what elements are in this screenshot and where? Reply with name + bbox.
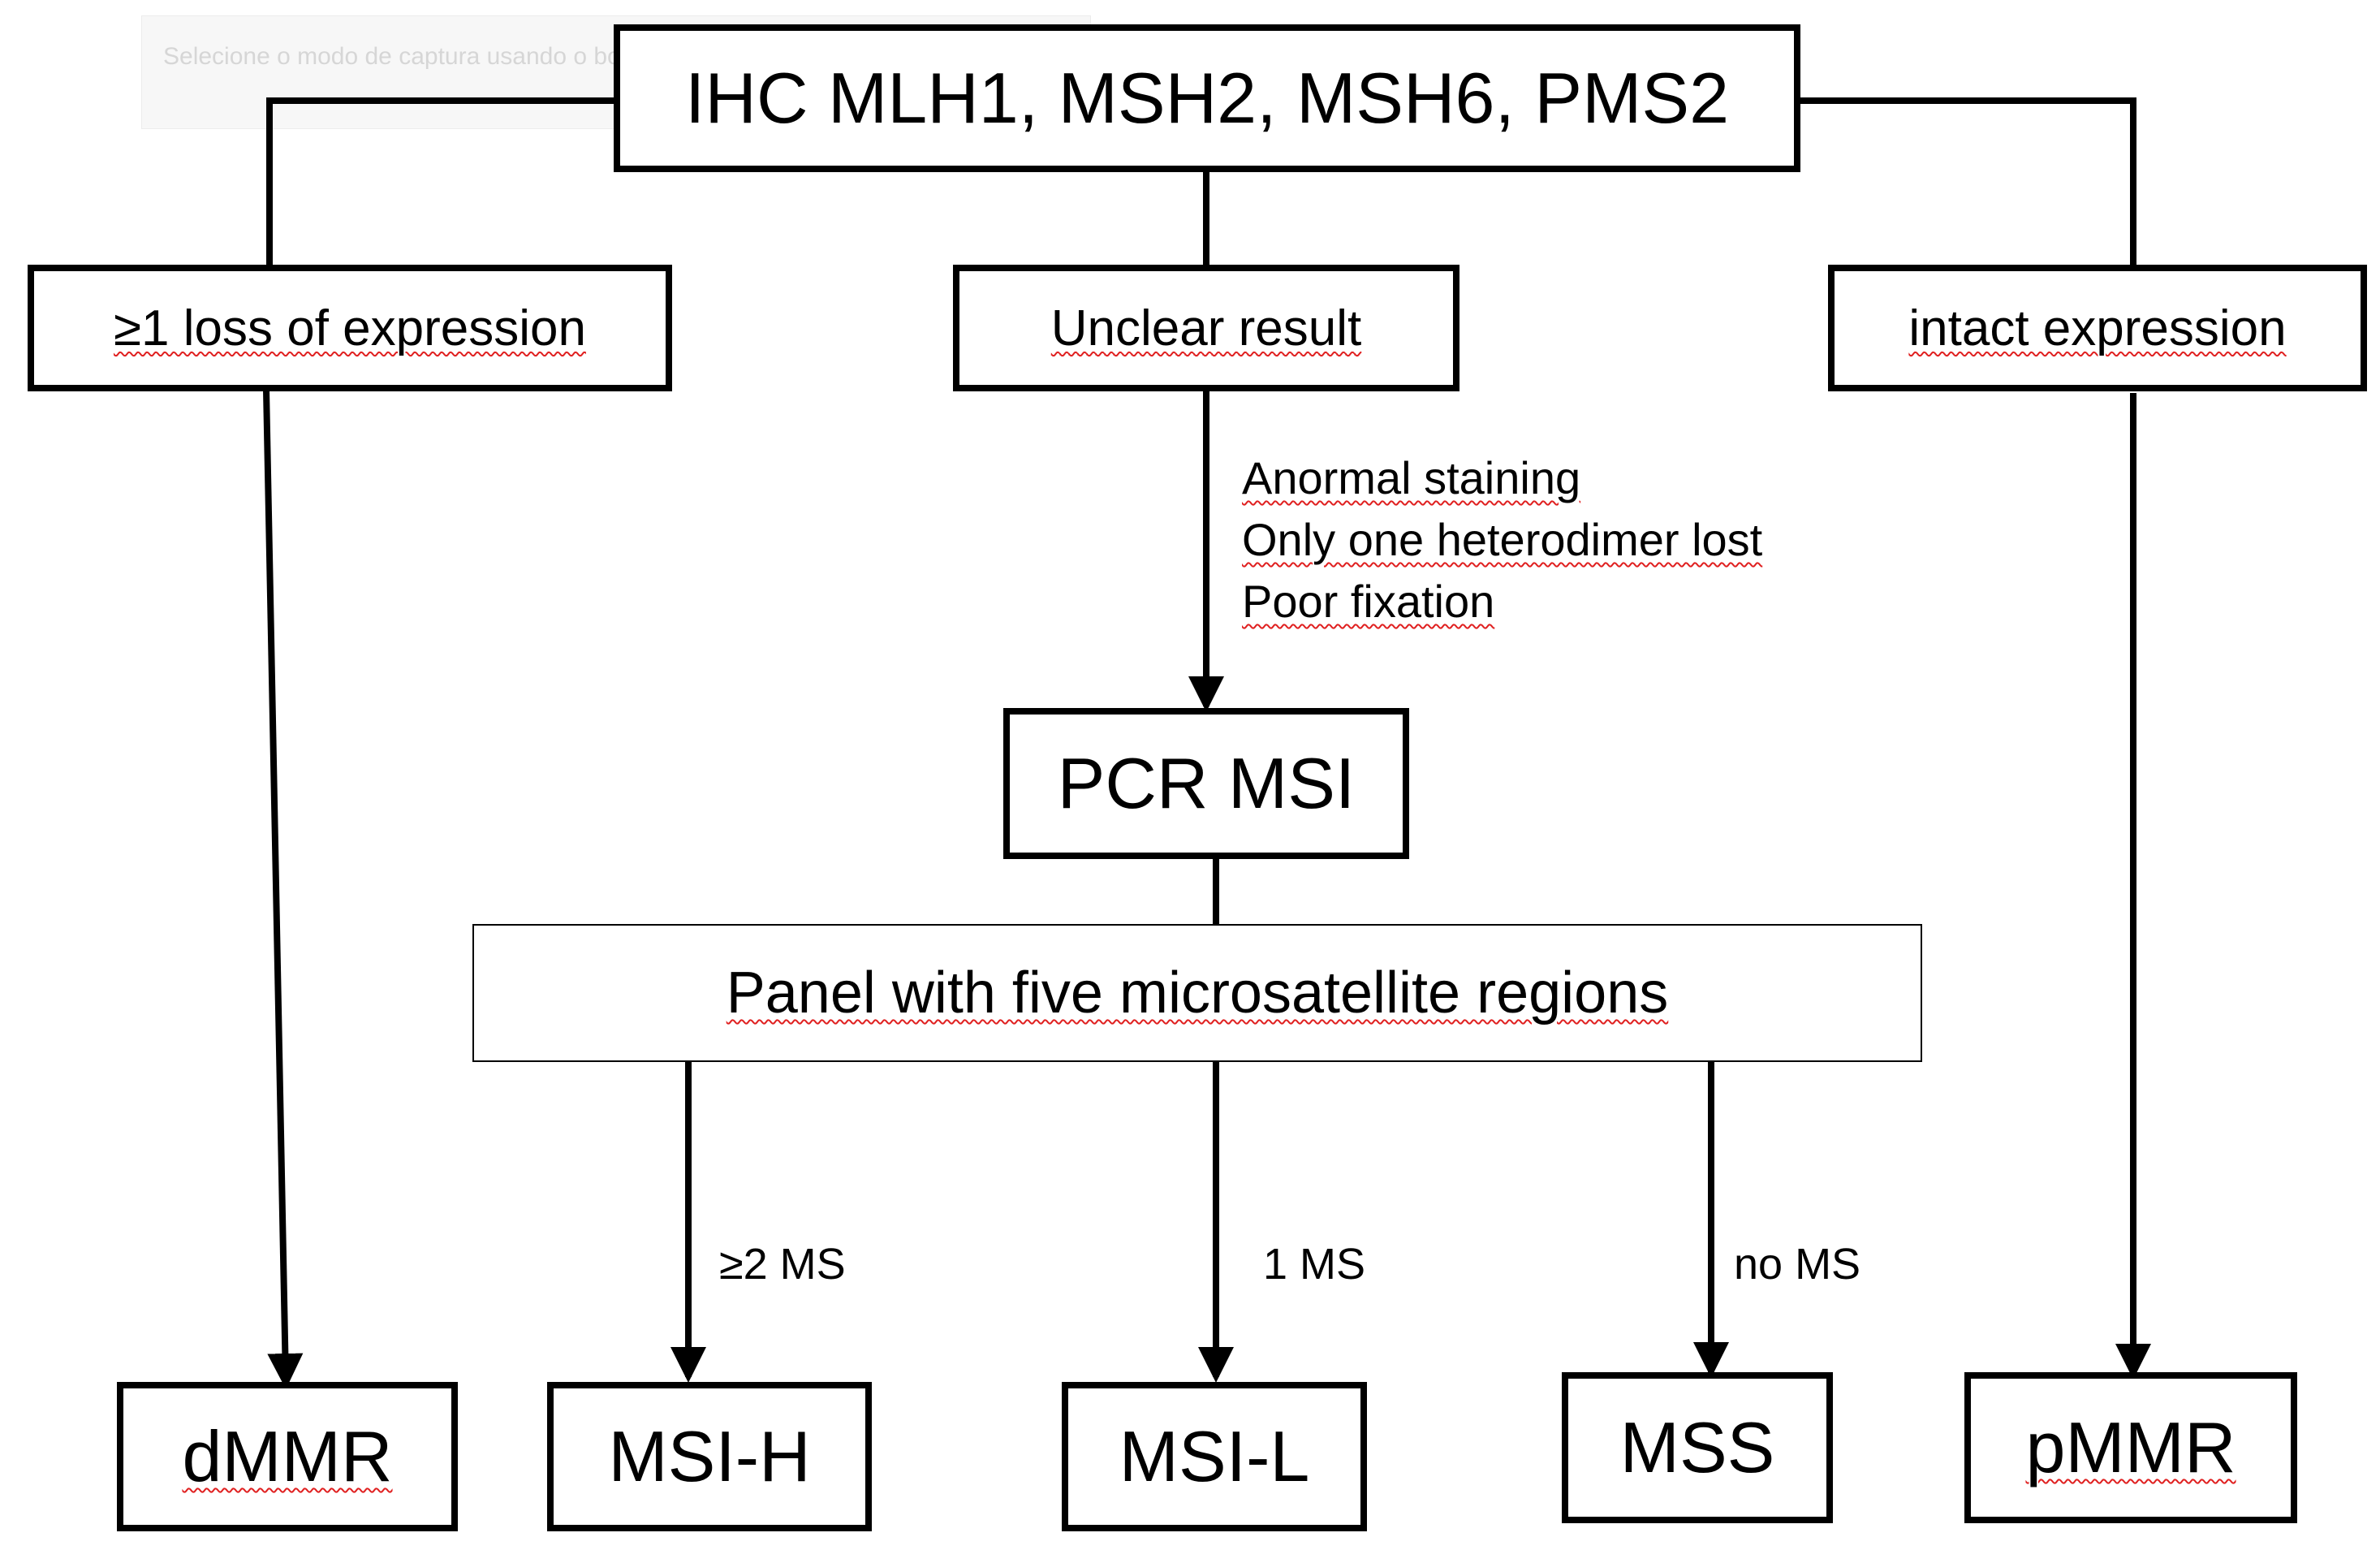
unclear-result-label: Unclear result	[1050, 300, 1362, 356]
edge-loss-to-dmmr	[262, 386, 304, 1389]
loss-of-expression-node: ≥1 loss of expression	[28, 265, 672, 391]
dmmr-node: dMMR	[117, 1382, 458, 1531]
edge-label-no-ms: no MS	[1734, 1240, 1861, 1289]
msi-h-label: MSI-H	[608, 1416, 811, 1496]
msi-l-label: MSI-L	[1119, 1416, 1310, 1496]
intact-expression-label: intact expression	[1908, 300, 2287, 356]
mss-node: MSS	[1562, 1372, 1833, 1523]
edge-label-one-ms: 1 MS	[1263, 1240, 1366, 1289]
root-node: IHC MLH1, MSH2, MSH6, PMS2	[614, 24, 1800, 172]
root-node-label: IHC MLH1, MSH2, MSH6, PMS2	[684, 58, 1730, 138]
mss-label: MSS	[1619, 1407, 1775, 1487]
msi-h-node: MSI-H	[547, 1382, 872, 1531]
microsatellite-panel-label: Panel with five microsatellite regions	[726, 961, 1669, 1025]
reason-one-heterodimer-lost: Only one heterodimer lost	[1242, 514, 1763, 565]
edge-label-two-or-more-ms: ≥2 MS	[719, 1240, 846, 1289]
reason-anormal-staining: Anormal staining	[1242, 452, 1581, 503]
pcr-msi-node: PCR MSI	[1003, 708, 1409, 859]
msi-l-node: MSI-L	[1062, 1382, 1367, 1531]
intact-expression-node: intact expression	[1828, 265, 2367, 391]
microsatellite-panel-node: Panel with five microsatellite regions	[472, 924, 1922, 1062]
pmmr-label: pMMR	[2025, 1407, 2236, 1487]
reason-poor-fixation: Poor fixation	[1242, 576, 1495, 627]
pmmr-node: pMMR	[1964, 1372, 2297, 1523]
edge-root-to-loss	[266, 97, 620, 273]
loss-of-expression-label: ≥1 loss of expression	[114, 300, 586, 356]
pcr-msi-label: PCR MSI	[1057, 743, 1356, 823]
edge-root-to-intact	[1796, 97, 2136, 273]
dmmr-label: dMMR	[182, 1416, 393, 1496]
unclear-result-node: Unclear result	[953, 265, 1459, 391]
